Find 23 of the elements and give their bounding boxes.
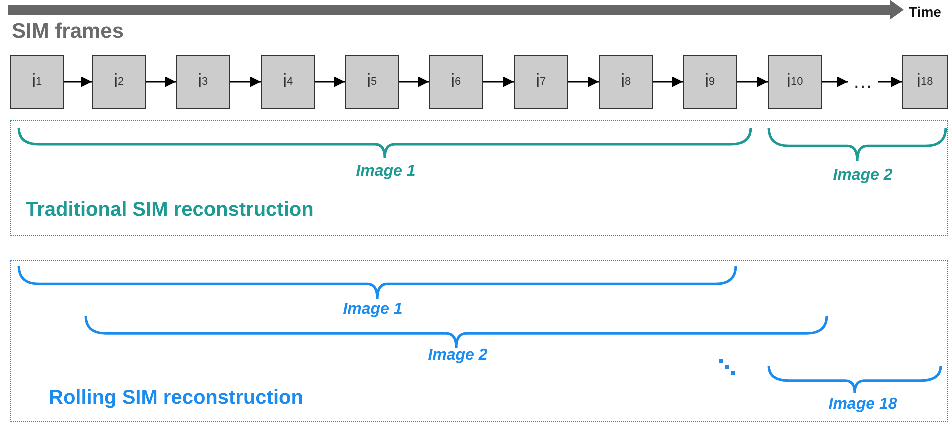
panel-title: Traditional SIM reconstruction bbox=[26, 199, 314, 222]
reconstruction-panel bbox=[10, 120, 948, 236]
arrow bbox=[878, 76, 902, 88]
panel-title: Rolling SIM reconstruction bbox=[49, 387, 304, 410]
arrow bbox=[822, 76, 848, 88]
arrow bbox=[146, 76, 176, 88]
arrow bbox=[653, 76, 683, 88]
image-label: Image 1 bbox=[343, 301, 403, 319]
arrow bbox=[737, 76, 768, 88]
image-label: Image 2 bbox=[833, 167, 893, 185]
arrow bbox=[483, 76, 514, 88]
arrow bbox=[315, 76, 345, 88]
arrow bbox=[568, 76, 599, 88]
image-label: Image 1 bbox=[356, 163, 416, 181]
section-heading: SIM frames bbox=[12, 20, 124, 44]
reconstruction-panel bbox=[10, 260, 948, 422]
arrow bbox=[230, 76, 261, 88]
axis-label: Time bbox=[909, 4, 942, 20]
arrow bbox=[64, 76, 92, 88]
arrow bbox=[399, 76, 429, 88]
ellipsis: … bbox=[848, 68, 878, 96]
image-label: Image 2 bbox=[428, 347, 488, 365]
image-label: Image 18 bbox=[828, 396, 898, 414]
